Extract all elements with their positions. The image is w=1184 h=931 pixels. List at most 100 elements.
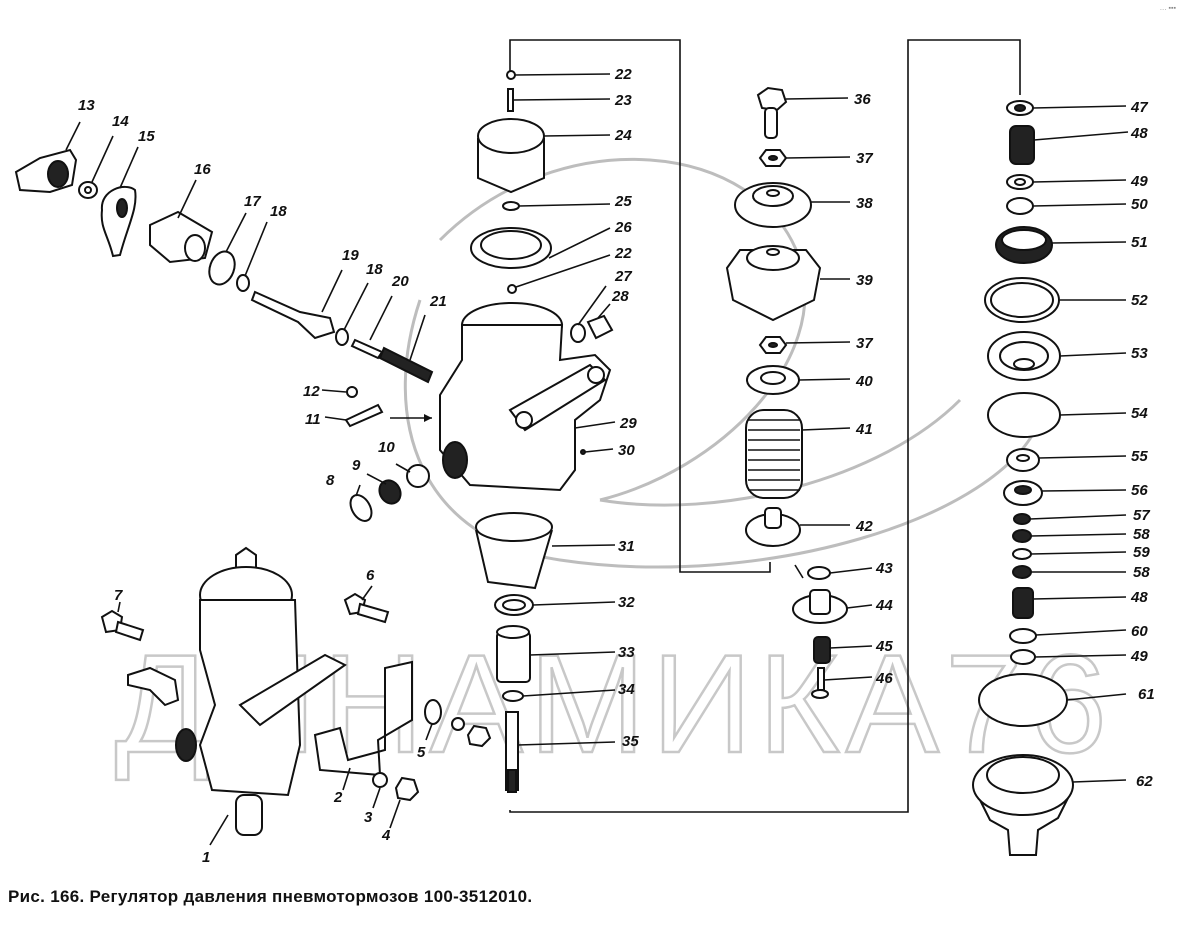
part-38-cover <box>734 182 812 228</box>
leader-line-48b <box>1032 596 1127 600</box>
assembly-outlines <box>509 39 1021 813</box>
leader-line-40 <box>798 378 851 381</box>
leader-line-36 <box>785 97 849 100</box>
leader-line-19 <box>321 269 343 313</box>
part-26-nut <box>470 227 552 269</box>
part-18b-seal <box>335 328 349 346</box>
part-34-washer <box>502 690 524 702</box>
part-39-cap-nut <box>725 245 822 322</box>
part-37b-nut <box>758 336 788 354</box>
label-4: 4 <box>381 827 391 844</box>
label-45: 45 <box>875 638 893 655</box>
label-47: 47 <box>1130 99 1148 116</box>
part-50-snap-ring <box>1006 197 1034 215</box>
part-60-washer <box>1009 628 1037 644</box>
part-5b-lock-washer <box>451 717 465 731</box>
label-37a: 37 <box>856 150 873 167</box>
leader-line-22b <box>515 254 611 288</box>
leader-line-41 <box>801 427 851 431</box>
label-53: 53 <box>1131 345 1148 362</box>
label-22b: 22 <box>614 245 632 262</box>
part-18-seal <box>236 274 250 292</box>
part-52-ring <box>984 277 1060 323</box>
leader-line-53 <box>1059 352 1127 357</box>
label-2: 2 <box>333 789 343 806</box>
part-33-piston <box>496 625 531 683</box>
leader-line-23 <box>512 98 611 101</box>
label-20: 20 <box>391 273 409 290</box>
label-48a: 48 <box>1130 125 1148 142</box>
part-36-bolt <box>756 86 788 139</box>
leader-line-1 <box>209 814 229 846</box>
leader-line-3 <box>372 787 381 809</box>
label-24: 24 <box>614 127 632 144</box>
part-17-ring <box>208 250 236 286</box>
label-1: 1 <box>202 849 210 866</box>
leader-line-17 <box>225 212 247 253</box>
figure-caption: Рис. 166. Регулятор давления пневмотормо… <box>8 887 533 906</box>
leader-line-7 <box>117 601 121 613</box>
leader-line-46 <box>823 676 873 681</box>
label-42: 42 <box>855 518 873 535</box>
part-46-valve <box>811 667 829 699</box>
leader-line-13 <box>65 121 81 151</box>
leader-line-59 <box>1030 551 1127 555</box>
label-35: 35 <box>622 733 639 750</box>
leader-line-18b <box>343 282 369 331</box>
label-50: 50 <box>1131 196 1148 213</box>
part-20-rod <box>350 338 384 360</box>
leader-line-6 <box>361 585 373 601</box>
part-53-cup <box>987 331 1061 381</box>
label-14: 14 <box>112 113 129 130</box>
leader-line-45 <box>829 645 873 649</box>
label-39: 39 <box>856 272 873 289</box>
arrow-head <box>424 414 432 422</box>
leader-line-25 <box>518 203 611 207</box>
label-37b: 37 <box>856 335 873 352</box>
leader-line-5 <box>425 723 433 741</box>
label-21: 21 <box>429 293 447 310</box>
part-6-bolt <box>343 592 390 624</box>
part-42-plate <box>745 507 801 547</box>
label-17: 17 <box>244 193 261 210</box>
part-1-regulator-assembly <box>175 546 347 836</box>
part-24-cap <box>477 118 545 194</box>
label-31: 31 <box>618 538 635 555</box>
part-58-insert <box>1012 529 1032 543</box>
leader-line-62 <box>1072 779 1127 783</box>
leader-line-49a <box>1032 179 1127 183</box>
part-56-seat <box>1003 480 1043 506</box>
leader-line-43 <box>829 567 873 574</box>
label-58b: 58 <box>1133 564 1150 581</box>
label-9: 9 <box>352 457 361 474</box>
label-61: 61 <box>1138 686 1155 703</box>
part-23-pin <box>507 88 514 112</box>
leader-line-58a <box>1030 533 1127 537</box>
part-25-washer <box>502 201 520 211</box>
leader-line-60 <box>1035 629 1127 636</box>
part-31-cup <box>475 512 553 590</box>
label-29: 29 <box>619 415 637 432</box>
leader-line-12 <box>321 389 347 393</box>
part-27-washer <box>570 323 586 343</box>
leader-line-9 <box>366 473 387 485</box>
leader-line-4 <box>389 799 401 829</box>
label-44: 44 <box>875 597 893 614</box>
part-44-diaphragm <box>792 589 848 624</box>
leader-line-57 <box>1029 514 1127 520</box>
label-52: 52 <box>1131 292 1148 309</box>
part-5-washer <box>424 699 442 725</box>
leader-line-49b <box>1034 654 1127 658</box>
leader-line-32 <box>532 601 616 606</box>
part-51-sleeve <box>995 226 1053 264</box>
part-13-drain-cock <box>14 148 78 194</box>
leader-line-55 <box>1038 455 1127 459</box>
leader-line-44 <box>846 604 873 609</box>
leader-line-14 <box>91 135 114 183</box>
label-10: 10 <box>378 439 395 456</box>
label-33: 33 <box>618 644 635 661</box>
part-15-bracket <box>100 185 137 258</box>
label-43: 43 <box>875 560 893 577</box>
label-18a: 18 <box>270 203 287 220</box>
